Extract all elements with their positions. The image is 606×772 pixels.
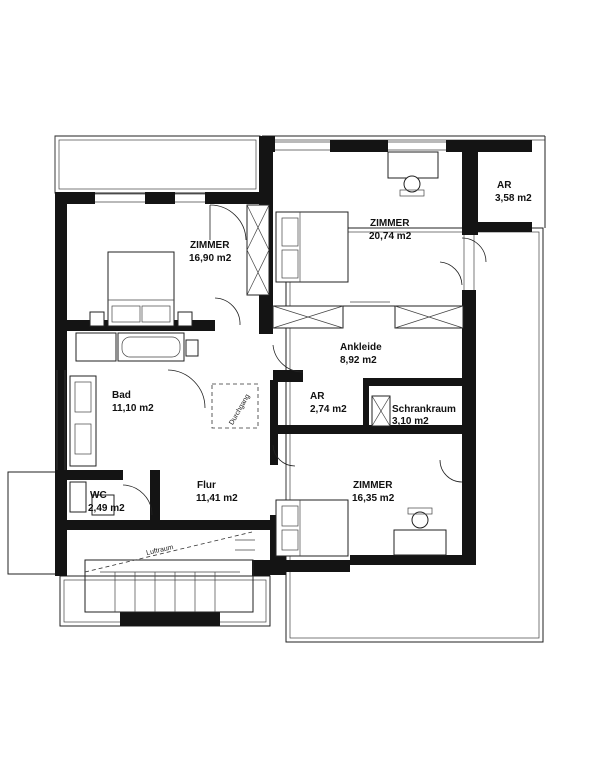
balcony-top-left bbox=[54, 135, 261, 194]
desk-zimmer-c bbox=[393, 507, 447, 556]
room-area: 2,74 m2 bbox=[310, 404, 347, 415]
room-name: AR bbox=[497, 180, 512, 191]
room-name: ZIMMER bbox=[353, 480, 393, 491]
luftraum-label: Luftraum bbox=[146, 544, 175, 557]
bed-zimmer-a bbox=[89, 251, 193, 327]
room-area: 16,35 m2 bbox=[352, 493, 395, 504]
room-area: 20,74 m2 bbox=[369, 231, 412, 242]
room-area: 11,10 m2 bbox=[112, 403, 154, 414]
durchgang-area: Durchgang bbox=[211, 383, 259, 429]
entrance-canopy bbox=[7, 471, 57, 575]
room-label-schrankraum: Schrankraum 3,10 m2 bbox=[392, 404, 456, 427]
room-name: ZIMMER bbox=[190, 240, 230, 251]
ankleide-cabinets bbox=[272, 301, 464, 329]
room-name: ZIMMER bbox=[370, 218, 410, 229]
room-label-zimmer-a: ZIMMER 16,90 m2 bbox=[189, 240, 232, 264]
wardrobe-zimmer-a bbox=[246, 204, 270, 296]
room-label-flur: Flur 11,41 m2 bbox=[196, 480, 238, 504]
room-area: 16,90 m2 bbox=[189, 253, 232, 264]
room-name: Schrankraum bbox=[392, 404, 456, 415]
ar-mid-shelf bbox=[371, 395, 391, 427]
bad-fixtures bbox=[69, 339, 199, 467]
room-area: 3,10 m2 bbox=[392, 416, 429, 427]
bed-zimmer-c bbox=[275, 499, 349, 557]
windows bbox=[56, 141, 475, 515]
room-label-zimmer-b: ZIMMER 20,74 m2 bbox=[369, 218, 412, 242]
wc-fixtures bbox=[69, 481, 115, 516]
room-area: 2,49 m2 bbox=[88, 503, 125, 514]
room-name: Bad bbox=[112, 390, 131, 401]
stairs: Luftraum bbox=[84, 531, 255, 613]
bathtub bbox=[75, 332, 185, 362]
room-name: Ankleide bbox=[340, 342, 382, 353]
desk-zimmer-b bbox=[387, 151, 439, 197]
room-label-wc: WC 2,49 m2 bbox=[88, 490, 125, 514]
room-label-ankleide: Ankleide 8,92 m2 bbox=[340, 342, 382, 366]
balcony-right bbox=[285, 227, 544, 643]
room-area: 8,92 m2 bbox=[340, 355, 377, 366]
bed-zimmer-b bbox=[275, 211, 349, 283]
room-area: 11,41 m2 bbox=[196, 493, 238, 504]
room-area: 3,58 m2 bbox=[495, 193, 532, 204]
room-label-zimmer-c: ZIMMER 16,35 m2 bbox=[352, 480, 395, 504]
room-name: WC bbox=[90, 490, 107, 501]
doors bbox=[122, 204, 487, 516]
room-name: AR bbox=[310, 391, 325, 402]
durchgang-label: Durchgang bbox=[228, 393, 251, 426]
room-label-ar-mid: AR 2,74 m2 bbox=[310, 391, 347, 415]
room-label-bad: Bad 11,10 m2 bbox=[112, 390, 154, 414]
room-name: Flur bbox=[197, 480, 216, 491]
room-label-ar-top: AR 3,58 m2 bbox=[495, 180, 532, 204]
